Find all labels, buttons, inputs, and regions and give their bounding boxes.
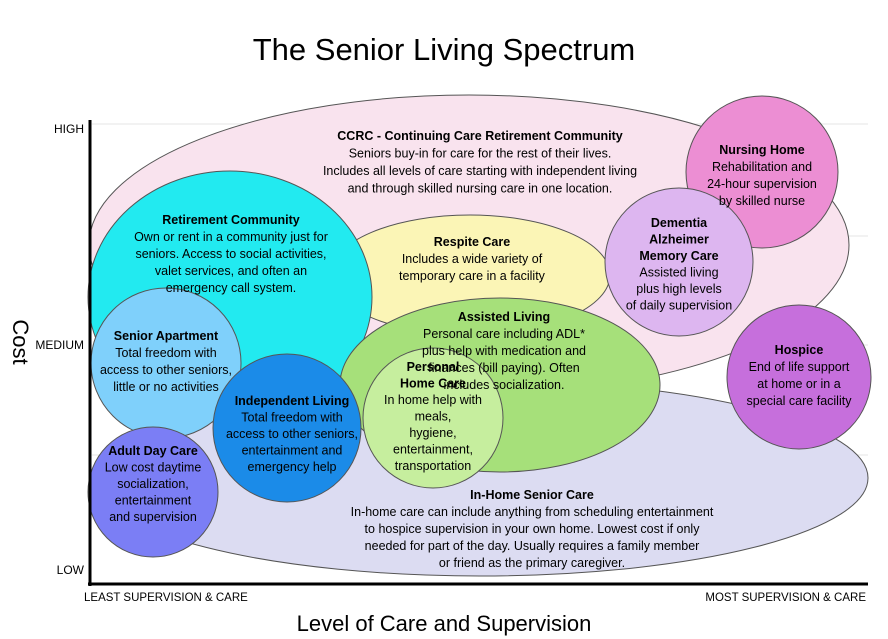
bubble-line-dementia-care: Memory Care: [639, 249, 718, 263]
bubble-line-ccrc: Seniors buy-in for care for the rest of …: [349, 147, 612, 161]
bubble-line-in-home-senior-care: to hospice supervision in your own home.…: [365, 522, 701, 536]
bubble-line-personal-home-care: Home Care: [400, 377, 466, 391]
bubble-line-personal-home-care: Personal: [407, 360, 460, 374]
bubble-shapes: [87, 94, 872, 577]
bubble-line-retirement-community: valet services, and often an: [155, 264, 307, 278]
bubble-line-ccrc: and through skilled nursing care in one …: [348, 182, 613, 196]
bubble-line-in-home-senior-care: needed for part of the day. Usually requ…: [365, 539, 700, 553]
bubble-line-dementia-care: of daily supervision: [626, 299, 732, 313]
bubble-line-retirement-community: Own or rent in a community just for: [134, 230, 328, 244]
x-axis-label: Level of Care and Supervision: [297, 611, 592, 636]
bubble-line-hospice: Hospice: [775, 343, 824, 357]
bubble-line-retirement-community: Retirement Community: [162, 213, 300, 227]
bubble-line-dementia-care: Assisted living: [639, 266, 718, 280]
bubble-line-personal-home-care: meals,: [415, 410, 452, 424]
bubble-line-hospice: special care facility: [747, 394, 853, 408]
bubble-line-adult-day-care: socialization,: [117, 477, 189, 491]
bubble-line-senior-apartment: access to other seniors,: [100, 363, 232, 377]
x-right-label: MOST SUPERVISION & CARE: [705, 592, 866, 604]
bubble-labels: CCRC - Continuing Care Retirement Commun…: [100, 129, 852, 570]
bubble-independent-living: [212, 353, 362, 503]
bubble-adult-day-care: [87, 426, 219, 558]
x-left-label: LEAST SUPERVISION & CARE: [84, 592, 248, 604]
bubble-line-adult-day-care: Low cost daytime: [105, 461, 202, 475]
bubble-label-ccrc: CCRC - Continuing Care Retirement Commun…: [323, 129, 637, 196]
y-axis-label: Cost: [8, 319, 33, 364]
page-title: The Senior Living Spectrum: [252, 32, 636, 67]
bubble-line-senior-apartment: Total freedom with: [115, 346, 216, 360]
y-tick-medium: MEDIUM: [35, 338, 84, 352]
bubble-line-ccrc: Includes all levels of care starting wit…: [323, 164, 637, 178]
bubble-line-dementia-care: Dementia: [651, 216, 708, 230]
bubble-line-independent-living: entertainment and: [242, 444, 343, 458]
bubble-line-independent-living: Total freedom with: [241, 411, 342, 425]
bubble-line-assisted-living: Personal care including ADL*: [423, 327, 585, 341]
y-tick-low: LOW: [57, 563, 85, 577]
bubble-line-nursing-home: by skilled nurse: [719, 194, 805, 208]
bubble-line-nursing-home: Nursing Home: [719, 143, 804, 157]
bubble-line-dementia-care: Alzheimer: [649, 233, 709, 247]
bubble-line-personal-home-care: In home help with: [384, 393, 482, 407]
bubble-line-dementia-care: plus high levels: [636, 282, 721, 296]
bubble-line-retirement-community: seniors. Access to social activities,: [135, 247, 326, 261]
bubble-line-senior-apartment: little or no activities: [113, 380, 219, 394]
bubble-line-personal-home-care: transportation: [395, 459, 471, 473]
bubble-line-in-home-senior-care: In-Home Senior Care: [470, 488, 594, 502]
bubble-line-senior-apartment: Senior Apartment: [114, 329, 219, 343]
bubble-line-in-home-senior-care: or friend as the primary caregiver.: [439, 556, 625, 570]
bubble-personal-home-care: [362, 347, 504, 489]
bubble-line-personal-home-care: entertainment,: [393, 443, 473, 457]
bubble-line-hospice: End of life support: [749, 360, 850, 374]
bubble-line-respite-care: temporary care in a facility: [399, 269, 546, 283]
bubble-line-independent-living: Independent Living: [235, 394, 350, 408]
bubble-line-adult-day-care: and supervision: [109, 510, 197, 524]
bubble-line-personal-home-care: hygiene,: [409, 426, 456, 440]
bubble-line-independent-living: access to other seniors,: [226, 427, 358, 441]
bubble-line-in-home-senior-care: In-home care can include anything from s…: [351, 505, 714, 519]
bubble-line-respite-care: Respite Care: [434, 235, 510, 249]
bubble-line-respite-care: Includes a wide variety of: [402, 252, 543, 266]
bubble-hospice: [726, 304, 872, 450]
bubble-line-assisted-living: Assisted Living: [458, 310, 550, 324]
bubble-line-nursing-home: Rehabilitation and: [712, 160, 812, 174]
bubble-line-independent-living: emergency help: [248, 460, 337, 474]
bubble-line-retirement-community: emergency call system.: [166, 281, 297, 295]
bubble-line-ccrc: CCRC - Continuing Care Retirement Commun…: [337, 129, 622, 143]
bubble-line-assisted-living: plus help with medication and: [422, 344, 586, 358]
bubble-dementia-care: [604, 187, 754, 337]
y-tick-high: HIGH: [54, 122, 84, 136]
bubble-line-hospice: at home or in a: [757, 377, 840, 391]
axes: HIGH MEDIUM LOW Cost LEAST SUPERVISION &…: [8, 120, 868, 636]
bubble-line-adult-day-care: Adult Day Care: [108, 444, 198, 458]
bubble-line-nursing-home: 24-hour supervision: [707, 177, 817, 191]
bubble-line-assisted-living: includes socialization.: [444, 378, 565, 392]
bubble-line-adult-day-care: entertainment: [115, 494, 192, 508]
bubble-line-assisted-living: finances (bill paying). Often: [428, 361, 580, 375]
